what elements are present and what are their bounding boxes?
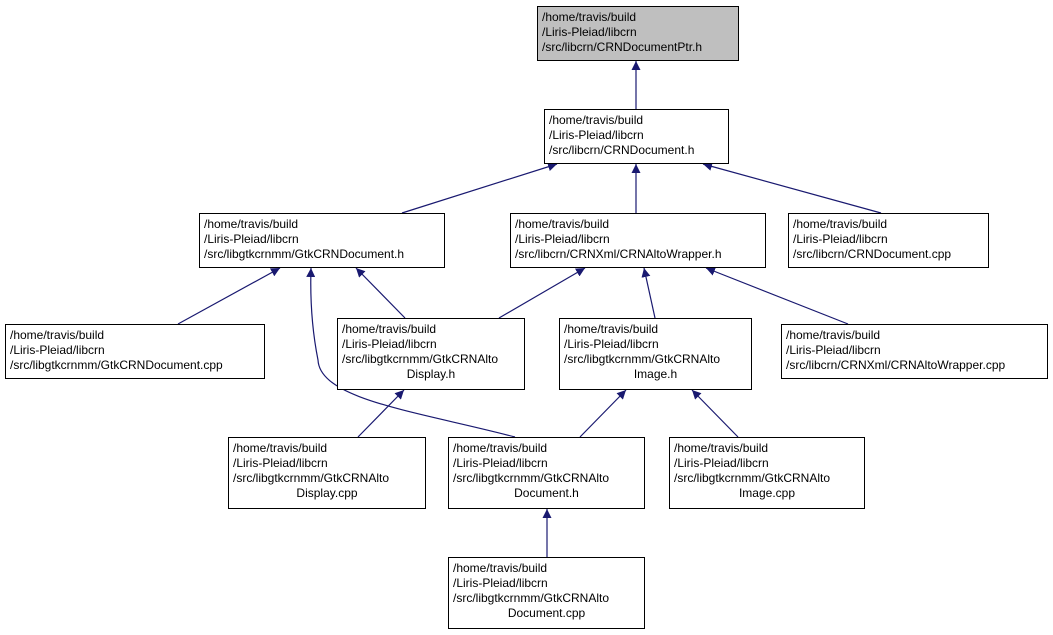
node-label-line: /home/travis/build [204,217,299,231]
node-n10[interactable]: /home/travis/build/Liris-Pleiad/libcrn/s… [448,437,645,509]
node-n4[interactable]: /home/travis/build/Liris-Pleiad/libcrn/s… [788,213,989,268]
edge-n8-n3 [705,267,849,325]
edge-n10-n7 [579,389,627,438]
node-label-line: Image.h [633,367,678,381]
node-n5[interactable]: /home/travis/build/Liris-Pleiad/libcrn/s… [5,324,265,379]
node-label-line: /home/travis/build [674,441,769,455]
edge-n2-n1 [401,162,558,214]
edge-n4-n1 [702,162,882,214]
node-n8[interactable]: /home/travis/build/Liris-Pleiad/libcrn/s… [781,324,1048,379]
node-label-line: /src/libgtkcrnmm/GtkCRNDocument.h [204,247,405,261]
node-label-line: /Liris-Pleiad/libcrn [10,343,105,357]
node-label-line: Document.h [514,486,579,500]
node-label-line: /src/libgtkcrnmm/GtkCRNAlto [674,471,831,485]
node-label-line: /home/travis/build [793,217,888,231]
node-label-line: /src/libcrn/CRNDocumentPtr.h [542,40,703,54]
node-label-line: /Liris-Pleiad/libcrn [674,456,769,470]
edge-n10-n2 [306,267,516,438]
node-label-line: /Liris-Pleiad/libcrn [564,337,659,351]
node-label-line: Image.cpp [738,486,796,500]
node-n9[interactable]: /home/travis/build/Liris-Pleiad/libcrn/s… [228,437,426,509]
node-label-line: Display.cpp [296,486,358,500]
node-n2[interactable]: /home/travis/build/Liris-Pleiad/libcrn/s… [199,213,445,268]
edge-n6-n3 [498,267,586,319]
node-label-line: /home/travis/build [10,328,105,342]
node-label-line: /Liris-Pleiad/libcrn [453,576,548,590]
node-label-line: /Liris-Pleiad/libcrn [515,232,610,246]
node-n12[interactable]: /home/travis/build/Liris-Pleiad/libcrn/s… [448,557,645,629]
edge-n5-n2 [177,267,281,325]
node-label-line: /src/libgtkcrnmm/GtkCRNAlto [453,591,610,605]
node-label-line: /src/libcrn/CRNDocument.h [549,143,695,157]
node-label-line: Document.cpp [507,606,586,620]
node-label-line: /home/travis/build [453,441,548,455]
node-n3[interactable]: /home/travis/build/Liris-Pleiad/libcrn/s… [510,213,766,268]
node-label-line: /Liris-Pleiad/libcrn [233,456,328,470]
node-label-line: /src/libcrn/CRNXml/CRNAltoWrapper.cpp [786,358,1006,372]
node-label-line: /Liris-Pleiad/libcrn [793,232,888,246]
node-n1[interactable]: /home/travis/build/Liris-Pleiad/libcrn/s… [544,109,729,164]
node-label-line: /src/libgtkcrnmm/GtkCRNAlto [564,352,721,366]
node-label-line: /src/libgtkcrnmm/GtkCRNAlto [342,352,499,366]
node-label-line: /Liris-Pleiad/libcrn [786,343,881,357]
node-label-line: /home/travis/build [786,328,881,342]
node-label-line: /home/travis/build [453,561,548,575]
node-label-line: /Liris-Pleiad/libcrn [342,337,437,351]
node-label-line: /home/travis/build [233,441,328,455]
edge-n9-n6 [357,389,405,438]
node-label-line: /src/libcrn/CRNXml/CRNAltoWrapper.h [515,247,722,261]
node-label-line: /home/travis/build [515,217,610,231]
node-label-line: /home/travis/build [542,10,637,24]
node-label-line: /src/libcrn/CRNDocument.cpp [793,247,952,261]
node-n7[interactable]: /home/travis/build/Liris-Pleiad/libcrn/s… [559,318,752,390]
node-label-line: /src/libgtkcrnmm/GtkCRNAlto [453,471,610,485]
node-label-line: /home/travis/build [342,322,437,336]
node-label-line: /src/libgtkcrnmm/GtkCRNAlto [233,471,390,485]
node-label-line: /home/travis/build [549,113,644,127]
node-label-line: /Liris-Pleiad/libcrn [549,128,644,142]
edge-n7-n3 [641,267,656,319]
node-label-line: /Liris-Pleiad/libcrn [542,25,637,39]
edge-n11-n7 [691,389,739,438]
root-node-n0: /home/travis/build/Liris-Pleiad/libcrn/s… [537,6,739,61]
node-label-line: /Liris-Pleiad/libcrn [453,456,548,470]
node-label-line: /Liris-Pleiad/libcrn [204,232,299,246]
edge-n6-n2 [355,267,406,319]
node-n6[interactable]: /home/travis/build/Liris-Pleiad/libcrn/s… [337,318,525,390]
node-label-line: /home/travis/build [564,322,659,336]
node-n11[interactable]: /home/travis/build/Liris-Pleiad/libcrn/s… [669,437,865,509]
node-label-line: /src/libgtkcrnmm/GtkCRNDocument.cpp [10,358,223,372]
node-label-line: Display.h [406,367,456,381]
